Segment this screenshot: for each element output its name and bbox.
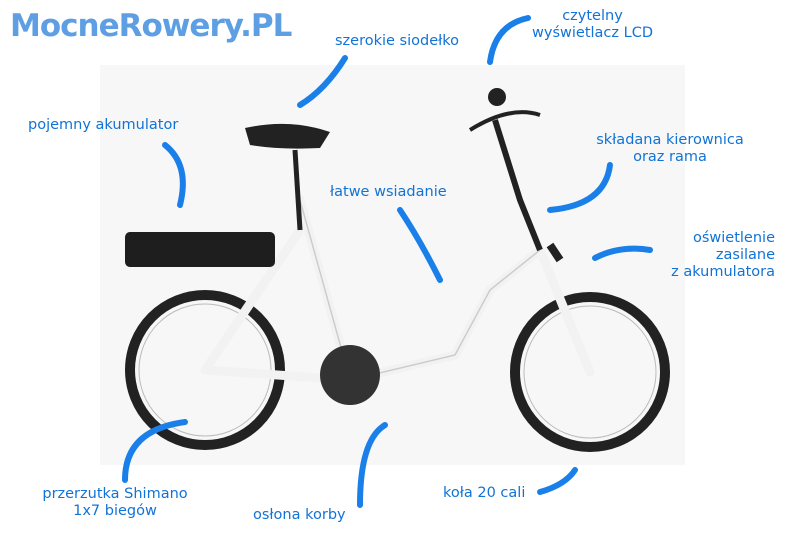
wheel-rims <box>138 303 657 439</box>
handlebar-stem <box>492 119 543 252</box>
label-lcd-line1: czytelny <box>562 8 623 24</box>
label-saddle: szerokie siodełko <box>335 33 460 49</box>
lcd <box>488 88 506 106</box>
arrow-battery <box>162 142 186 208</box>
arrow-fold <box>547 162 613 213</box>
seat-post <box>292 149 303 231</box>
arrow-lights <box>592 245 653 261</box>
label-crank-guard: osłona korby <box>253 507 346 523</box>
label-wheels: koła 20 cali <box>443 485 526 501</box>
rear-wheel <box>125 290 285 450</box>
arrow-shimano <box>122 419 188 483</box>
arrow-wheels <box>537 467 578 495</box>
battery <box>125 232 275 267</box>
front-wheel <box>510 292 670 452</box>
label-fold-line2: oraz rama <box>633 149 707 165</box>
label-lcd-line2: wyświetlacz LCD <box>532 25 653 41</box>
label-lights-line1: oświetlenie <box>692 230 775 246</box>
crank <box>320 345 380 405</box>
arrow-crank-guard <box>357 422 388 508</box>
handlebar <box>468 110 541 132</box>
label-fold-line1: składana kierownica <box>596 132 744 148</box>
arrows <box>122 15 653 508</box>
label-lights-line3: z akumulatora <box>671 264 775 280</box>
label-battery: pojemny akumulator <box>28 117 179 133</box>
arrow-lcd <box>487 15 531 65</box>
headlight <box>546 242 564 263</box>
logo: MocneRowery.PL <box>10 8 292 44</box>
arrow-saddle <box>297 55 348 108</box>
label-shimano-line2: 1x7 biegów <box>73 503 157 519</box>
saddle <box>245 123 330 149</box>
frame-outline <box>299 199 541 381</box>
label-shimano-line1: przerzutka Shimano <box>42 486 188 502</box>
label-easy-access: łatwe wsiadanie <box>330 184 447 200</box>
label-lights-line2: zasilane <box>715 247 775 263</box>
arrow-easy-access <box>397 207 443 283</box>
